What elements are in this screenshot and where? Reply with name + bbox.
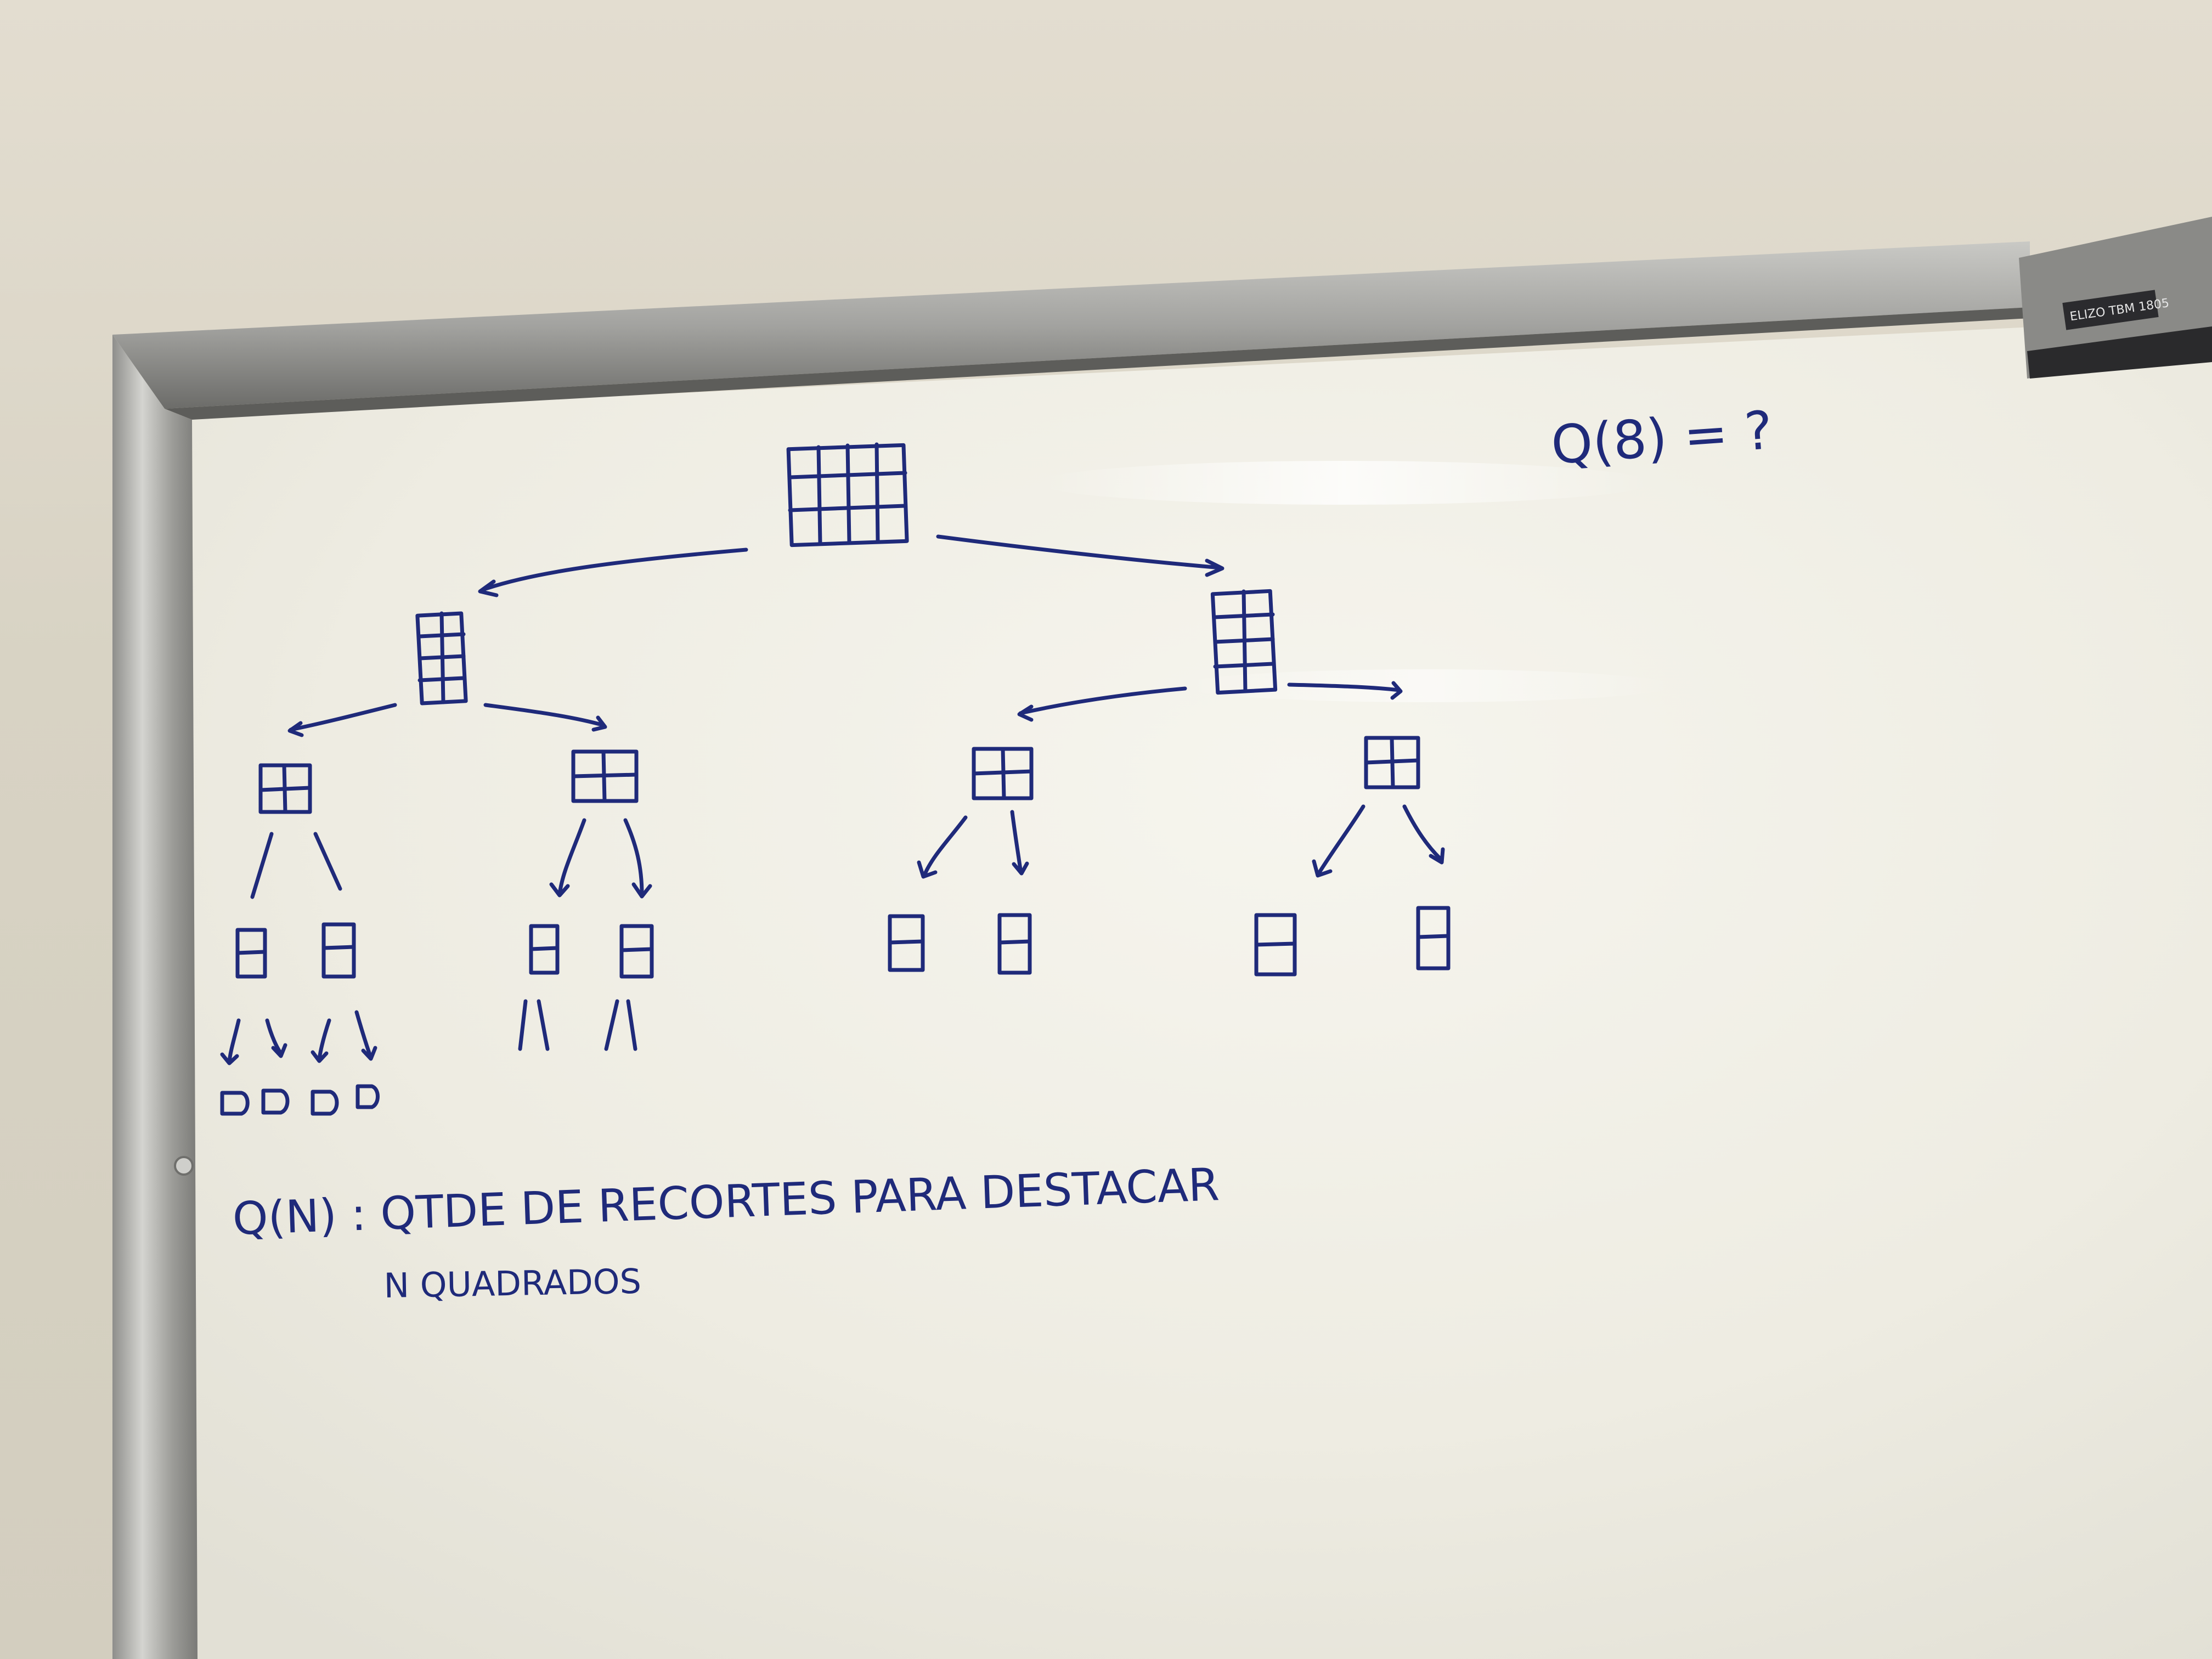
frame-inner-edge — [165, 307, 2030, 420]
arrow-l1left-right — [483, 703, 606, 727]
arrow-l1right-left — [1018, 686, 1187, 715]
level2-grid-3 — [972, 747, 1034, 800]
leaf-squares — [220, 1084, 380, 1116]
level1-left-grid — [415, 611, 468, 706]
level2-grid-4 — [1364, 736, 1420, 789]
arrowhead — [1390, 681, 1403, 700]
arrow-l1right-right — [1287, 682, 1401, 692]
level3-grid — [321, 922, 356, 979]
arrowhead — [1205, 558, 1224, 577]
marker-tray-shadow — [2027, 326, 2212, 379]
whiteboard-frame-left — [112, 335, 198, 1659]
tray-label-plate — [2062, 290, 2159, 330]
level3-grid — [619, 924, 654, 979]
level3-grid — [1254, 913, 1297, 977]
definition-line-2: N QUADRADOS — [383, 1261, 642, 1306]
frame-screw — [174, 1156, 194, 1176]
level3-grid — [529, 924, 560, 975]
level1-right-grid — [1210, 589, 1278, 695]
glare-highlight — [1180, 669, 1673, 702]
level2-grid-2 — [571, 749, 639, 803]
arrow-root-right — [936, 534, 1223, 570]
arrowhead — [287, 721, 304, 737]
level3-grid — [235, 928, 267, 979]
arrowhead — [478, 579, 499, 597]
arrow-l1left-left — [289, 703, 397, 732]
glare-highlight — [1037, 461, 1651, 505]
whiteboard-surface — [192, 318, 2212, 1659]
whiteboard-frame-top — [112, 241, 2030, 409]
root-grid — [786, 442, 909, 548]
arrowhead — [1017, 704, 1034, 722]
level3-grid — [997, 913, 1032, 975]
level2-grid-1 — [258, 763, 312, 814]
level3-grid — [888, 914, 925, 972]
tree-diagram — [220, 442, 1451, 1116]
arrow-root-left — [481, 548, 748, 592]
arrowhead — [591, 715, 607, 732]
level3-grid — [1416, 906, 1451, 970]
